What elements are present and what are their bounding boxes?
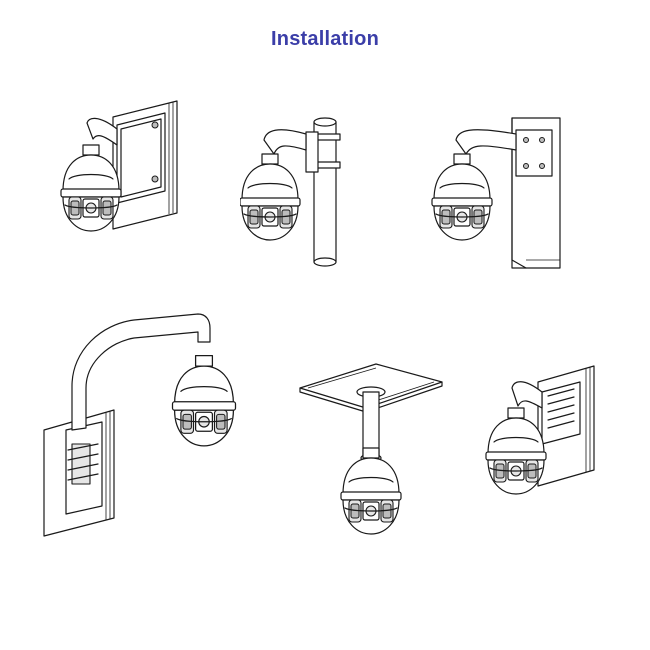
- figure-ceiling-pendant-mount: [299, 363, 443, 535]
- figure-wall-mount-with-box: [60, 100, 178, 232]
- camera-dome: [240, 153, 301, 241]
- gooseneck-arm: [71, 313, 211, 431]
- camera-dome: [340, 447, 402, 535]
- figure-gooseneck-wall-mount: [43, 313, 237, 537]
- figure-pole-mount: [240, 117, 341, 267]
- camera-dome: [60, 144, 122, 232]
- bracket-arm: [511, 381, 543, 409]
- figure-wall-mount: [485, 365, 595, 495]
- bracket-arm: [263, 129, 307, 155]
- camera-dome: [485, 407, 547, 495]
- corner-adapter: [515, 129, 553, 177]
- camera-dome: [171, 354, 237, 447]
- figure-corner-mount: [431, 117, 561, 269]
- page-title: Installation: [271, 28, 379, 50]
- bracket-arm: [86, 117, 118, 146]
- bracket-arm: [455, 129, 517, 155]
- camera-dome: [431, 153, 493, 241]
